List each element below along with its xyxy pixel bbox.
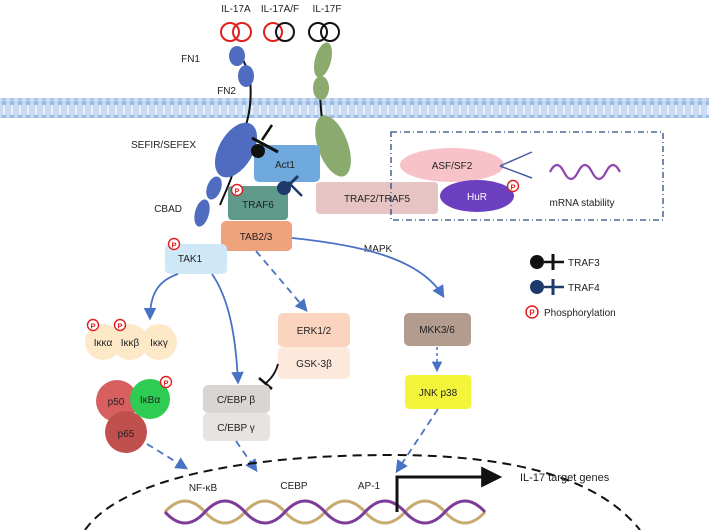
p65-node <box>105 411 147 453</box>
inhibition-lines-icon <box>499 151 533 179</box>
svg-text:P: P <box>117 322 122 331</box>
hur-label: HuR <box>467 192 487 203</box>
svg-text:P: P <box>529 309 535 318</box>
ikkb-label: Iκκβ <box>121 338 140 349</box>
fn1-label: FN1 <box>181 54 200 65</box>
mrna-stability-box <box>390 131 664 221</box>
cebp-site-label: CEBP <box>280 481 308 492</box>
mapk-label: MAPK <box>364 244 393 255</box>
tab23-node <box>221 221 292 251</box>
tak1-label: TAK1 <box>178 254 203 265</box>
hur-node <box>440 180 514 212</box>
receptor-il17rc <box>313 42 351 177</box>
cell-membrane <box>0 98 709 118</box>
gsk-inhibition-icon <box>258 363 279 390</box>
tab23-label: TAB2/3 <box>240 232 273 243</box>
legend-traf4-icon <box>530 279 564 295</box>
svg-text:P: P <box>90 322 95 331</box>
arrow-tab-to-mkk <box>291 237 445 299</box>
ligand-il17af <box>263 22 295 42</box>
receptor-il17ra <box>194 46 258 227</box>
legend-traf3-label: TRAF3 <box>568 258 600 269</box>
phospho-icon: P <box>113 318 127 332</box>
svg-text:P: P <box>171 241 176 250</box>
act1-label: Act1 <box>275 160 295 171</box>
phospho-icon: P <box>230 183 244 197</box>
mkk-label: MKK3/6 <box>419 325 455 336</box>
mkk-node <box>404 313 471 346</box>
sefir-label: SEFIR/SEFEX <box>131 140 196 151</box>
cebp-beta-node <box>203 385 270 413</box>
arrow-tak1-to-ikk <box>143 273 179 321</box>
ligand-label-il17f: IL-17F <box>313 4 342 15</box>
ap1-site-label: AP-1 <box>358 481 381 492</box>
ligand-label-il17af: IL-17A/F <box>261 4 299 15</box>
traf2-traf5-node <box>316 182 438 214</box>
target-genes-label: IL-17 target genes <box>520 472 610 484</box>
traf3-inhibitor-icon <box>251 124 279 158</box>
cebp-gamma-node <box>203 413 270 441</box>
jnk-node <box>405 375 471 409</box>
ikba-label: IκBα <box>140 395 160 406</box>
phospho-icon: P <box>506 179 520 193</box>
fn2-label: FN2 <box>217 86 236 97</box>
svg-text:P: P <box>510 183 515 192</box>
phospho-icon: P <box>86 318 100 332</box>
cbad-label: CBAD <box>154 204 182 215</box>
erk-label: ERK1/2 <box>297 326 332 337</box>
nfkb-site-label: NF-κB <box>189 483 218 494</box>
tak1-node <box>165 244 227 274</box>
svg-text:P: P <box>163 379 168 388</box>
p65-label: p65 <box>118 429 135 440</box>
jnk-label: JNK p38 <box>419 388 458 399</box>
phospho-icon: P <box>159 375 173 389</box>
p50-label: p50 <box>108 397 125 408</box>
asf-sf2-label: ASF/SF2 <box>432 161 473 172</box>
legend-traf4-label: TRAF4 <box>568 283 600 294</box>
asf-sf2-node <box>400 148 504 182</box>
gsk-label: GSK-3β <box>296 359 332 370</box>
arrow-jnk-to-nucleus <box>395 408 439 474</box>
arrow-tak1-to-cebp <box>211 273 244 385</box>
legend-phospho-icon: P <box>525 305 539 319</box>
ikka-label: Iκκα <box>94 338 113 349</box>
traf6-node <box>228 186 288 220</box>
arrow-tab-to-erk <box>255 250 308 312</box>
ligand-label-il17a: IL-17A <box>221 4 251 15</box>
traf6-label: TRAF6 <box>242 200 274 211</box>
ligand-il17a <box>220 22 252 42</box>
arrow-cebp-to-nucleus <box>235 440 258 473</box>
legend: TRAF3 TRAF4 P Phosphorylation <box>525 254 616 319</box>
legend-traf3-icon <box>530 254 564 270</box>
svg-text:P: P <box>234 187 239 196</box>
nucleus-boundary <box>84 453 641 530</box>
cebp-gamma-label: C/EBP γ <box>217 423 255 434</box>
mrna-stability-label: mRNA stability <box>549 198 614 209</box>
gsk-node <box>278 347 350 379</box>
mrna-wave-icon <box>549 163 621 181</box>
traf2-traf5-label: TRAF2/TRAF5 <box>344 194 411 205</box>
ikk-complex <box>85 324 177 360</box>
act1-node <box>254 145 320 182</box>
erk-node <box>278 313 350 347</box>
ikba-node <box>130 379 170 419</box>
ikkg-label: Iκκγ <box>150 338 168 349</box>
legend-phospho-label: Phosphorylation <box>544 308 616 319</box>
dna-helix <box>163 499 487 525</box>
arrow-nfkb-to-nucleus <box>146 443 189 470</box>
phospho-icon: P <box>167 237 181 251</box>
cebp-beta-label: C/EBP β <box>217 395 256 406</box>
ligand-il17f <box>308 22 340 42</box>
transcription-arrow <box>395 466 503 512</box>
traf4-inhibitor-icon <box>277 174 303 197</box>
